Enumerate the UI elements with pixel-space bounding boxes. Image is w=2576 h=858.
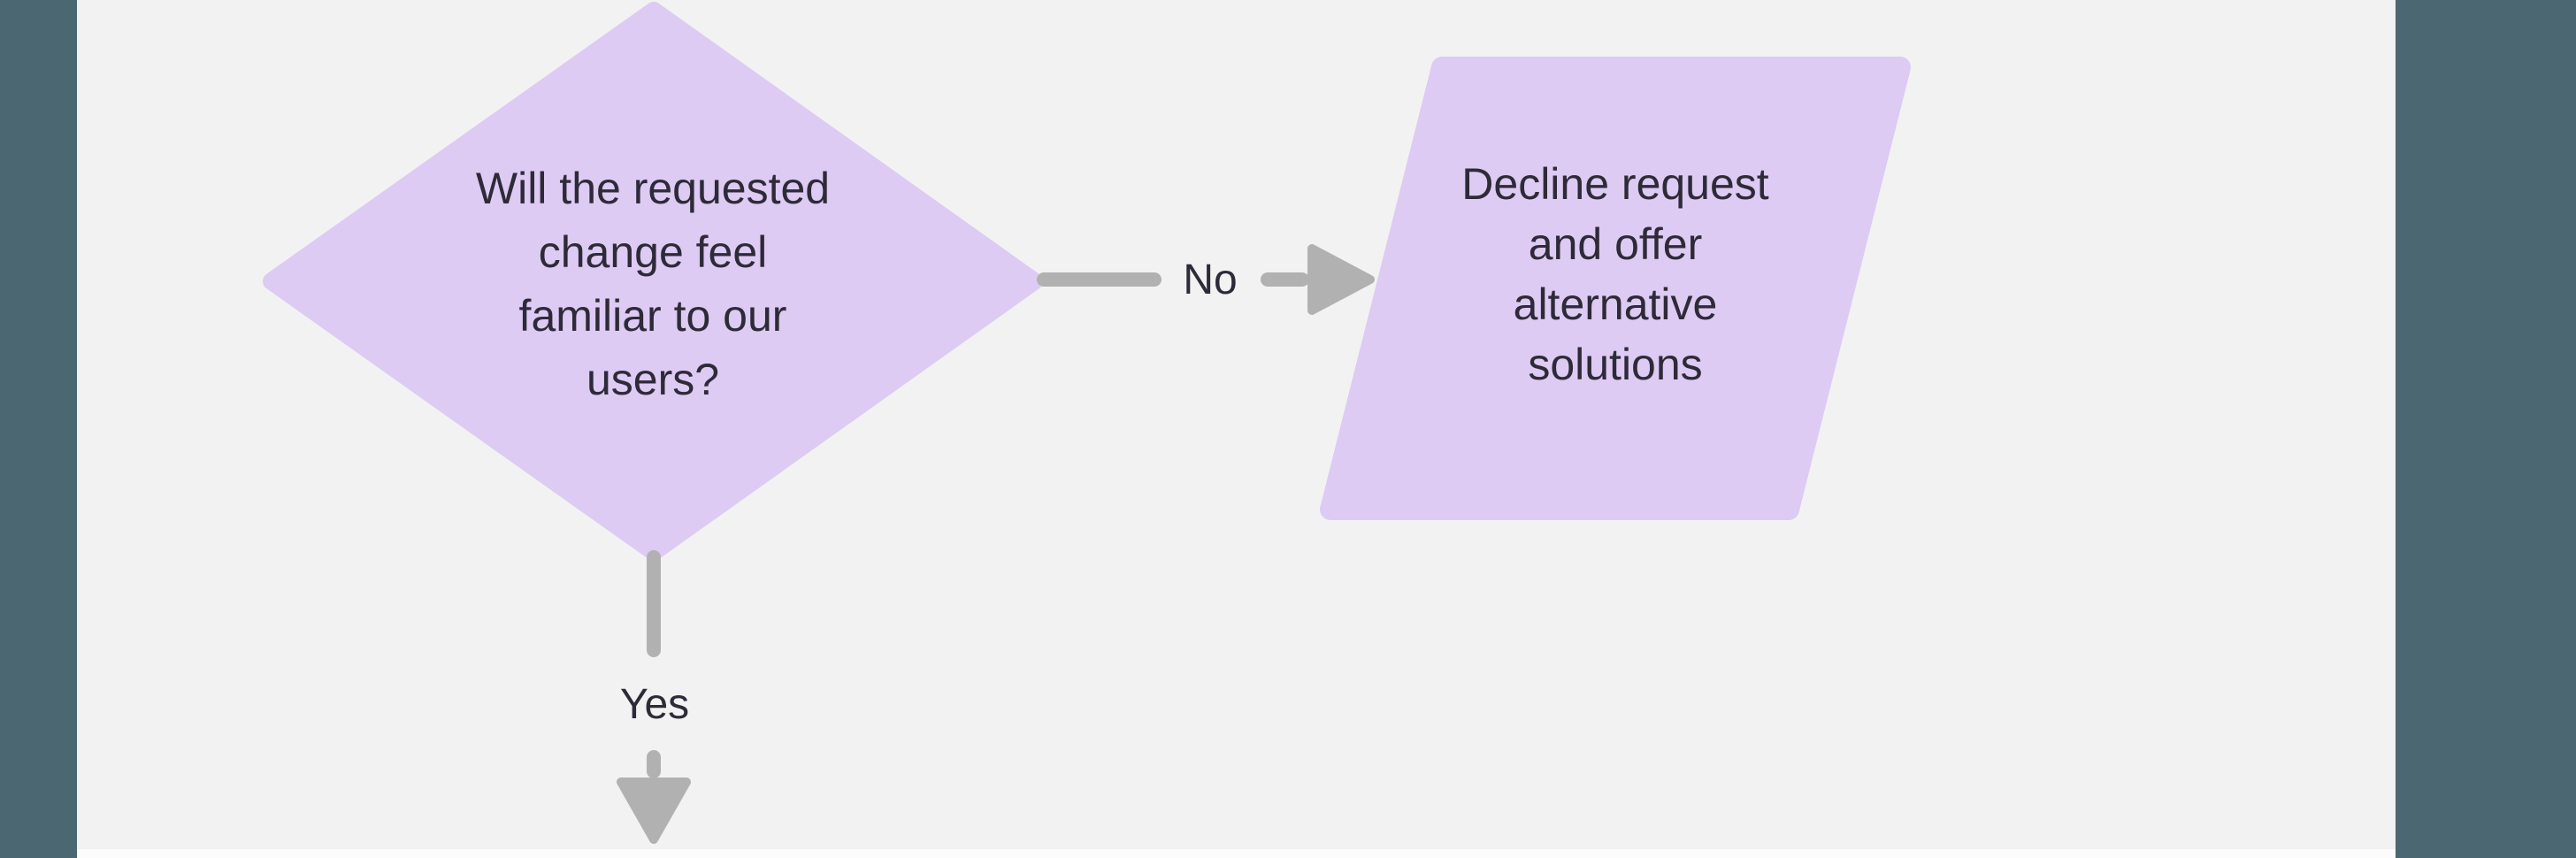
right-side-band <box>2396 0 2576 858</box>
decision-label-line: users? <box>586 355 720 404</box>
decline-label-line: and offer <box>1528 219 1703 269</box>
decision-label-line: Will the requested <box>475 164 831 213</box>
no-connector-arrowhead-icon[interactable] <box>1307 244 1375 315</box>
no-edge-label: No <box>1183 257 1238 303</box>
decision-label-line: familiar to our <box>518 291 787 341</box>
decline-parallelogram-shape[interactable] <box>1320 57 1911 520</box>
decision-node-label: Will the requested change feel familiar … <box>387 157 918 411</box>
decline-label-line: Decline request <box>1461 159 1769 209</box>
decision-diamond-shape[interactable] <box>263 2 1043 561</box>
yes-edge-label: Yes <box>619 681 690 728</box>
decline-label-line: solutions <box>1528 340 1703 389</box>
decline-node-label: Decline request and offer alternative so… <box>1368 154 1863 395</box>
decision-label-line: change feel <box>538 227 768 277</box>
yes-connector-arrowhead-icon[interactable] <box>617 778 691 844</box>
decline-label-line: alternative <box>1513 280 1718 329</box>
bottom-edge-strip <box>77 849 2396 858</box>
left-side-band <box>0 0 77 858</box>
